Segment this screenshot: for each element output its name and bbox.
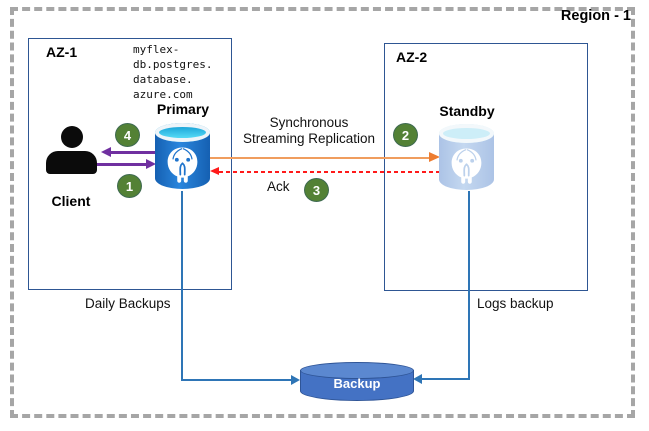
standby-label: Standby bbox=[439, 103, 495, 119]
primary-to-client-arrow bbox=[110, 151, 156, 154]
database-cylinder-top bbox=[439, 124, 494, 143]
primary-backup-connector-vertical bbox=[181, 191, 183, 380]
standby-backup-arrowhead-icon bbox=[413, 374, 422, 384]
primary-postgres-icon bbox=[155, 123, 210, 189]
replication-arrowhead-icon bbox=[429, 152, 440, 162]
az1-box bbox=[28, 38, 232, 290]
postgres-elephant-icon bbox=[451, 148, 482, 184]
replication-label-line2: Streaming Replication bbox=[242, 131, 376, 146]
postgres-elephant-icon bbox=[167, 147, 198, 183]
az2-box bbox=[384, 43, 588, 291]
step-badge-3: 3 bbox=[304, 178, 329, 202]
client-to-primary-arrowhead-icon bbox=[146, 159, 156, 169]
region-dashed-border bbox=[10, 7, 635, 418]
client-person-icon bbox=[46, 151, 97, 174]
ack-label: Ack bbox=[267, 179, 290, 194]
standby-backup-connector-vertical bbox=[468, 191, 470, 379]
replication-arrow bbox=[210, 157, 430, 159]
daily-backups-label: Daily Backups bbox=[85, 296, 171, 311]
client-person-icon bbox=[61, 126, 83, 148]
step-badge-1: 1 bbox=[117, 174, 142, 198]
standby-backup-connector-horizontal bbox=[421, 378, 470, 380]
primary-label: Primary bbox=[156, 101, 210, 117]
region-label: Region - 1 bbox=[560, 8, 631, 24]
hostname-line: database. bbox=[133, 73, 193, 86]
step-badge-2: 2 bbox=[393, 123, 418, 147]
ack-arrowhead-icon bbox=[210, 167, 219, 175]
az2-label: AZ-2 bbox=[396, 49, 428, 65]
client-label: Client bbox=[51, 193, 91, 209]
primary-backup-connector-horizontal bbox=[181, 379, 292, 381]
standby-postgres-icon bbox=[439, 124, 494, 190]
az1-label: AZ-1 bbox=[46, 44, 78, 60]
primary-backup-arrowhead-icon bbox=[291, 375, 300, 385]
logs-backup-label: Logs backup bbox=[477, 296, 554, 311]
ack-dashed-arrow bbox=[219, 171, 440, 173]
step-badge-4: 4 bbox=[115, 123, 140, 147]
client-to-primary-arrow bbox=[97, 163, 146, 166]
hostname-line: myflex- bbox=[133, 43, 180, 56]
replication-label: Synchronous Streaming Replication bbox=[237, 115, 381, 147]
backup-storage-icon: Backup bbox=[300, 362, 414, 402]
primary-to-client-arrowhead-icon bbox=[101, 147, 111, 157]
replication-label-line1: Synchronous bbox=[269, 115, 349, 130]
hostname-line: azure.com bbox=[133, 88, 193, 101]
backup-cylinder-top bbox=[300, 362, 414, 379]
database-cylinder-top bbox=[155, 123, 210, 142]
backup-label: Backup bbox=[333, 376, 381, 391]
hostname-line: db.postgres. bbox=[133, 58, 213, 71]
primary-hostname: myflex- db.postgres. database. azure.com bbox=[133, 42, 212, 102]
